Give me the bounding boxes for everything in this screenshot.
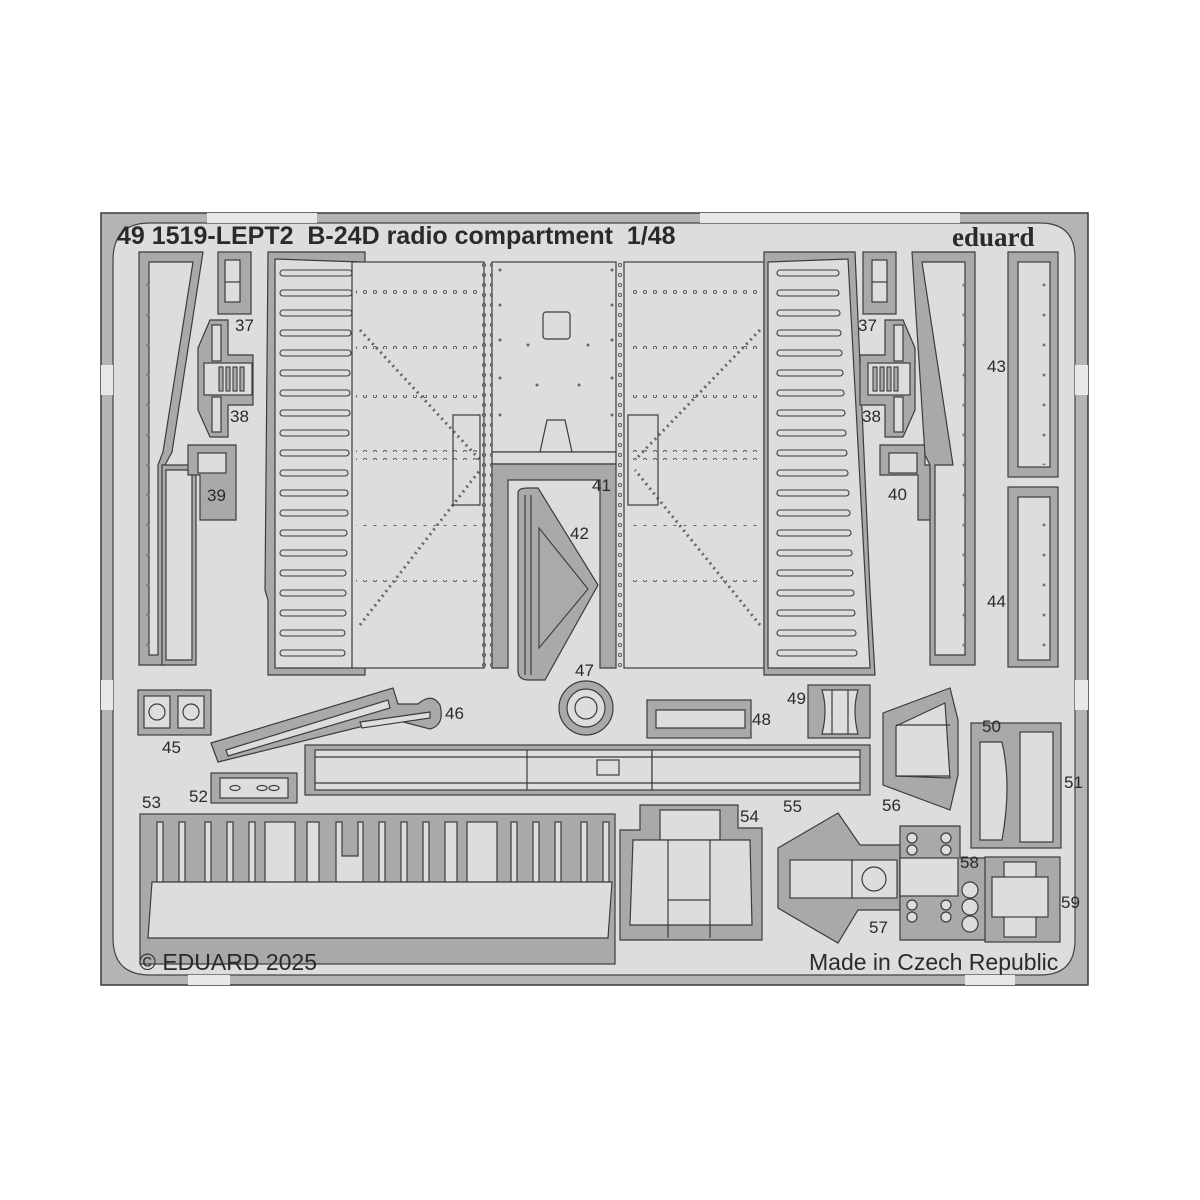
copyright-text: © EDUARD 2025: [139, 949, 317, 975]
part-46: [210, 687, 442, 763]
part-label-44: 44: [987, 592, 1006, 611]
part-label-38: 38: [230, 407, 249, 426]
part-53: [139, 813, 616, 965]
vent-grille-icon: [872, 366, 899, 392]
part-label-52: 52: [189, 787, 208, 806]
part-38-left: [197, 319, 254, 438]
part-label-53: 53: [142, 793, 161, 812]
part-label-55: 55: [783, 797, 802, 816]
part-59: [984, 856, 1061, 943]
part-42: [517, 487, 599, 681]
part-label-37: 37: [858, 316, 877, 335]
part-floor-center: [491, 261, 617, 465]
part-label-46: 46: [445, 704, 464, 723]
part-right-strip: [911, 251, 976, 666]
part-label-58: 58: [960, 853, 979, 872]
part-37-left: [217, 251, 252, 315]
part-label-49: 49: [787, 689, 806, 708]
part-left-strip: [138, 251, 204, 666]
part-floor-right: [616, 261, 765, 669]
part-58: [899, 825, 991, 941]
part-44: [1007, 486, 1059, 668]
brand-logo: eduard: [952, 222, 1035, 252]
part-label-39: 39: [207, 486, 226, 505]
part-37-right: [862, 251, 897, 315]
vent-grille-icon: [218, 366, 245, 392]
part-label-43: 43: [987, 357, 1006, 376]
part-38-right: [859, 319, 916, 438]
part-45: [137, 689, 212, 736]
part-label-45: 45: [162, 738, 181, 757]
part-54: [619, 804, 763, 941]
part-label-42: 42: [570, 524, 589, 543]
part-56: [882, 687, 959, 811]
part-label-38: 38: [862, 407, 881, 426]
part-label-47: 47: [575, 661, 594, 680]
part-39: [187, 444, 237, 521]
part-label-37: 37: [235, 316, 254, 335]
part-label-57: 57: [869, 918, 888, 937]
part-number-labels: 37 37 38 38 39 40 41 42 43 44 45 46 47 4…: [142, 316, 1083, 937]
part-left-ribbed-panel: [264, 251, 366, 676]
part-52: [210, 772, 298, 804]
part-label-56: 56: [882, 796, 901, 815]
part-label-48: 48: [752, 710, 771, 729]
part-label-50: 50: [982, 717, 1001, 736]
part-label-41: 41: [592, 476, 611, 495]
fret-title: 49 1519-LEPT2 B-24D radio compartment 1/…: [117, 222, 676, 250]
origin-text: Made in Czech Republic: [809, 949, 1058, 975]
part-48: [646, 699, 752, 739]
part-right-ribbed-panel: [763, 251, 876, 676]
part-49: [807, 684, 871, 739]
part-47: [558, 680, 614, 736]
part-label-40: 40: [888, 485, 907, 504]
part-57: [777, 812, 901, 944]
part-label-54: 54: [740, 807, 759, 826]
part-floor-left: [351, 261, 492, 669]
part-label-51: 51: [1064, 773, 1083, 792]
part-label-59: 59: [1061, 893, 1080, 912]
part-41: [491, 463, 617, 669]
part-55: [304, 744, 871, 796]
part-43: [1007, 251, 1059, 478]
part-50-51: [970, 722, 1062, 849]
